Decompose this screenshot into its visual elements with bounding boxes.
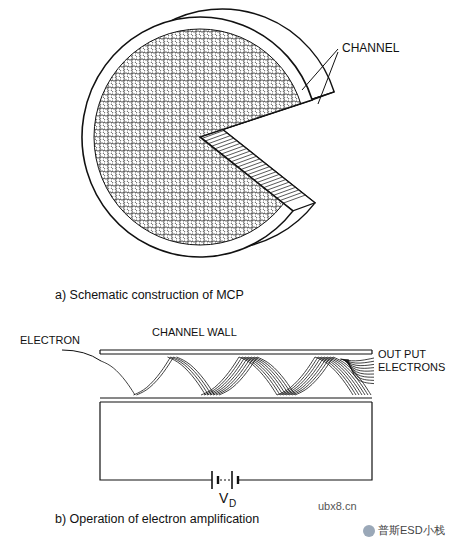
- electron-path: [168, 357, 206, 395]
- channel-line: [225, 149, 247, 157]
- electron-path: [134, 357, 171, 395]
- electron-path: [318, 357, 356, 395]
- electron-path: [251, 357, 289, 395]
- battery-plate: [211, 471, 213, 489]
- channel-array: [94, 29, 306, 245]
- electron-path: [286, 357, 324, 395]
- leader-lines: [302, 49, 338, 104]
- channel-line: [247, 167, 269, 175]
- channel-line: [244, 164, 266, 172]
- part-label: ELECTRON: [20, 334, 80, 347]
- electron-path: [242, 357, 280, 395]
- part-label: CHANNEL WALL: [152, 326, 237, 339]
- electron-trajectories: [101, 357, 374, 395]
- channel-tube: [100, 350, 372, 402]
- electron-path: [201, 357, 239, 395]
- channel-line: [208, 136, 230, 144]
- electron-path: [239, 357, 277, 395]
- channel-line: [277, 190, 299, 198]
- electron-path: [245, 357, 283, 395]
- channel-line: [267, 182, 289, 190]
- electron-path: [277, 357, 315, 395]
- battery-plate: [237, 476, 239, 484]
- electron-path: [171, 357, 209, 395]
- channel-line: [273, 187, 295, 195]
- channel-line: [212, 138, 234, 146]
- circuit-wire: [100, 402, 372, 489]
- channel-line: [270, 185, 292, 193]
- electron-path: [257, 357, 295, 395]
- channel-line: [260, 177, 282, 185]
- signal-subscript: D: [229, 498, 236, 510]
- channel-line: [251, 169, 273, 177]
- channel-line: [254, 172, 276, 180]
- watermark: ubx8.cn: [318, 500, 357, 513]
- channel-line: [221, 146, 243, 154]
- output-electron: [348, 359, 374, 384]
- battery-link: [220, 479, 230, 480]
- channel-line: [218, 143, 240, 151]
- watermark-logo: [363, 525, 375, 537]
- electron-path: [216, 357, 254, 395]
- leader-line: [318, 52, 338, 104]
- output-electron: [346, 359, 374, 377]
- mcp-disc: [82, 9, 334, 257]
- electron-path: [213, 357, 251, 395]
- channel-line: [241, 162, 263, 170]
- channel-line: [215, 141, 237, 149]
- output-electron: [347, 359, 374, 380]
- electron-path: [248, 357, 286, 395]
- part-label: OUT PUT ELECTRONS: [378, 348, 448, 373]
- electron-path: [280, 357, 318, 395]
- channel-line: [228, 151, 250, 159]
- electron-path: [177, 357, 215, 395]
- channel-line: [264, 180, 286, 188]
- battery-plate: [217, 476, 219, 484]
- disc-face: [82, 17, 312, 257]
- channel-line: [238, 159, 260, 167]
- electron-path: [289, 357, 327, 395]
- electron-path: [254, 357, 292, 395]
- caption: a) Schematic construction of MCP: [55, 288, 244, 302]
- channel-line: [283, 195, 305, 203]
- electron-path: [295, 357, 333, 395]
- electron-path: [204, 357, 242, 395]
- electron-path: [137, 357, 174, 395]
- output-electron: [345, 359, 374, 374]
- electron-leader: [62, 350, 101, 361]
- channel-line: [280, 193, 302, 201]
- battery-plate: [231, 471, 233, 489]
- channel-line: [257, 174, 279, 182]
- electron-path: [207, 357, 245, 395]
- caption: b) Operation of electron amplification: [55, 512, 259, 526]
- watermark: 普斯ESD小栈: [378, 524, 445, 537]
- channel-line: [234, 156, 256, 164]
- part-label: CHANNEL: [342, 42, 399, 56]
- electron-path: [101, 361, 135, 395]
- electron-path: [219, 357, 257, 395]
- leader-line: [302, 49, 338, 90]
- electron-path: [283, 357, 321, 395]
- signal-name: V: [219, 490, 228, 506]
- electron-path: [174, 357, 212, 395]
- electron-path: [210, 357, 248, 395]
- electron-path: [292, 357, 330, 395]
- channel-line: [231, 154, 253, 162]
